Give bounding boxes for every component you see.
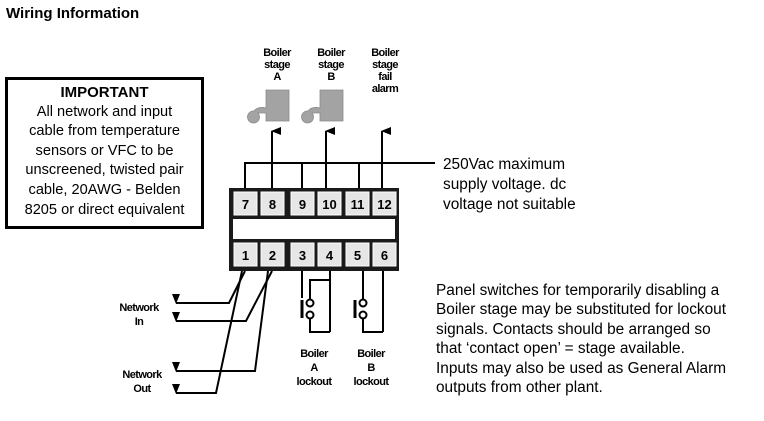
important-line: cable from temperature [29, 123, 180, 140]
panel-note-line: Inputs may also be used as General Alarm [436, 359, 727, 377]
terminal-number: 9 [299, 197, 306, 212]
output-label-fail-alarm: Boiler stage fail alarm [371, 47, 400, 95]
svg-text:stage: stage [264, 59, 290, 71]
lockout-switch-a [300, 271, 331, 333]
important-heading: IMPORTANT [60, 84, 149, 101]
terminal-7: 7 [233, 191, 258, 216]
important-line: 8205 or direct equivalent [24, 201, 185, 218]
terminal-9: 9 [290, 191, 315, 216]
terminal-5: 5 [345, 242, 370, 267]
svg-text:A: A [273, 71, 281, 83]
terminal-1: 1 [233, 242, 258, 267]
terminal-12: 12 [372, 191, 397, 216]
terminal-11: 11 [345, 191, 370, 216]
svg-text:lockout: lockout [297, 376, 333, 388]
terminal-number: 7 [242, 197, 249, 212]
svg-text:alarm: alarm [372, 83, 399, 95]
supply-note-line: 250Vac maximum [443, 156, 566, 173]
svg-text:lockout: lockout [354, 376, 390, 388]
supply-voltage-note: 250Vac maximum supply voltage. dc voltag… [443, 155, 576, 214]
terminal-number: 4 [326, 248, 334, 263]
panel-note-line: outputs from other plant. [436, 379, 603, 397]
supply-note-line: supply voltage. dc [443, 175, 567, 193]
output-wiring [244, 127, 435, 198]
terminal-10: 10 [317, 191, 342, 216]
panel-note-line: that ‘contact open’ = stage available. [436, 340, 685, 358]
svg-text:Boiler: Boiler [317, 47, 346, 59]
svg-text:Boiler: Boiler [371, 47, 400, 59]
svg-text:Boiler: Boiler [300, 348, 329, 360]
svg-text:B: B [367, 362, 375, 374]
output-label-stage-b: Boiler stage B [317, 47, 346, 83]
terminal-row-top: 7 8 9 10 11 12 [233, 191, 397, 216]
svg-text:Boiler: Boiler [357, 348, 386, 360]
terminal-8: 8 [260, 191, 285, 216]
svg-text:Network: Network [122, 369, 163, 381]
lockout-label-b: Boiler B lockout [354, 348, 390, 388]
panel-switch-note: Panel switches for temporarily disabling… [436, 281, 726, 397]
svg-text:Out: Out [133, 383, 151, 395]
lockout-switch-b [353, 271, 384, 333]
terminal-4: 4 [317, 242, 342, 267]
output-label-stage-a: Boiler stage A [263, 47, 292, 83]
terminal-number: 1 [242, 248, 249, 263]
important-line: cable, 20AWG - Belden [28, 181, 181, 198]
svg-text:fail: fail [378, 71, 392, 83]
terminal-2: 2 [260, 242, 285, 267]
panel-note-line: Boiler stage may be substituted for lock… [436, 301, 727, 319]
terminal-3: 3 [290, 242, 315, 267]
page-title: Wiring Information [6, 5, 140, 22]
important-line: unscreened, twisted pair [25, 162, 184, 179]
important-line: All network and input [36, 103, 173, 120]
network-wiring [172, 270, 273, 394]
svg-text:In: In [135, 316, 144, 328]
terminal-6: 6 [372, 242, 397, 267]
panel-note-line: Panel switches for temporarily disabling… [436, 282, 720, 299]
svg-text:B: B [327, 71, 335, 83]
network-out-label: Network Out [122, 369, 163, 395]
terminal-number: 3 [299, 248, 306, 263]
supply-note-line: voltage not suitable [443, 195, 576, 213]
terminal-number: 5 [354, 248, 361, 263]
panel-note-line: signals. Contacts should be arranged so [436, 320, 711, 338]
svg-text:Network: Network [119, 302, 160, 314]
terminal-number: 2 [269, 248, 276, 263]
terminal-number: 12 [377, 197, 391, 212]
terminal-number: 8 [269, 197, 276, 212]
svg-text:Boiler: Boiler [263, 47, 292, 59]
svg-text:A: A [310, 362, 318, 374]
relay-icon [247, 89, 290, 124]
lockout-label-a: Boiler A lockout [297, 348, 333, 388]
network-in-label: Network In [119, 302, 160, 328]
terminal-row-bottom: 1 2 3 4 5 6 [233, 242, 397, 267]
important-line: sensors or VFC to be [35, 142, 174, 159]
terminal-number: 10 [322, 197, 336, 212]
svg-text:stage: stage [318, 59, 344, 71]
important-notice-box: IMPORTANT All network and input cable fr… [5, 77, 204, 229]
relay-icon [301, 89, 344, 124]
svg-text:stage: stage [372, 59, 398, 71]
terminal-number: 11 [351, 197, 365, 212]
terminal-number: 6 [381, 248, 388, 263]
